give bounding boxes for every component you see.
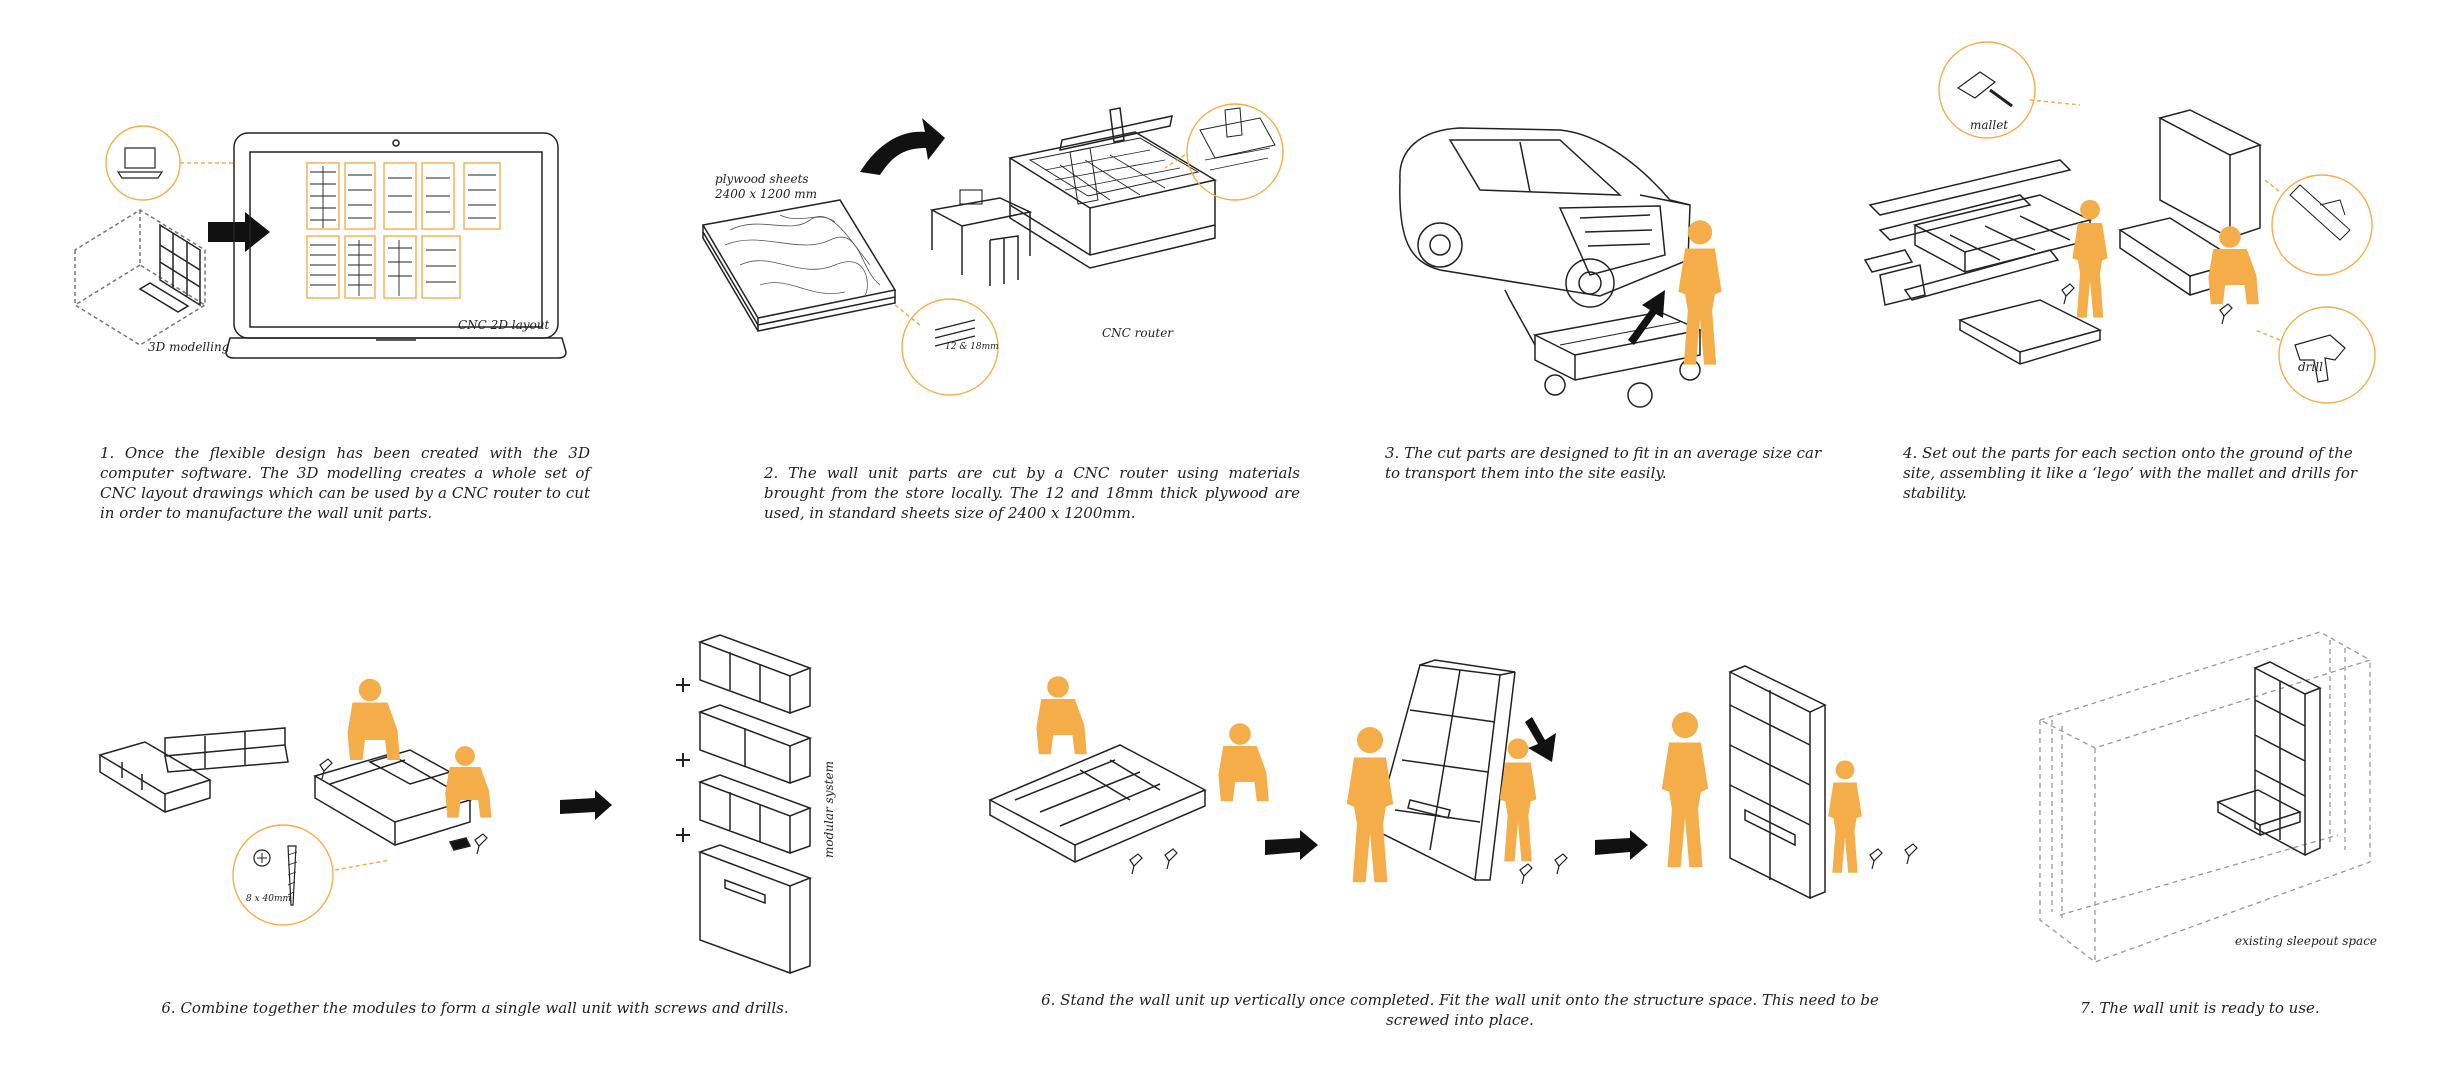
caption-step-6: 6. Stand the wall unit up vertically onc… <box>1040 990 1880 1030</box>
panel-6-stand-up <box>990 660 1917 898</box>
caption-step-3: 3. The cut parts are designed to fit in … <box>1385 443 1825 483</box>
panel-4-setting-out <box>1865 42 2375 403</box>
people-assembling <box>2072 200 2258 318</box>
caption-step-1: 1. Once the flexible design has been cre… <box>100 443 590 523</box>
caption-step-4: 4. Set out the parts for each section on… <box>1903 443 2373 503</box>
label-cnc-2d-layout: CNC 2D layout <box>458 318 549 333</box>
laptop-icon <box>125 148 155 168</box>
final-wall-unit <box>2218 662 2320 855</box>
caption-step-2: 2. The wall unit parts are cut by a CNC … <box>764 463 1300 523</box>
people-combining <box>348 679 492 818</box>
people-standing-unit <box>1036 676 1861 882</box>
label-existing-sleepout-space: existing sleepout space <box>2235 934 2377 949</box>
label-drill: drill <box>2298 360 2323 375</box>
label-mallet: mallet <box>1970 118 2008 133</box>
label-3d-modelling: 3D modelling <box>148 340 229 355</box>
label-thickness: 12 & 18mm <box>945 340 999 355</box>
caption-step-5: 6. Combine together the modules to form … <box>150 998 800 1018</box>
caption-step-7: 7. The wall unit is ready to use. <box>2060 998 2340 1018</box>
label-cnc-router: CNC router <box>1102 326 1173 341</box>
panel-3-transport <box>1400 128 1700 407</box>
label-screw-size: 8 x 40mm <box>246 892 291 907</box>
label-modular-system: modular system <box>822 761 837 858</box>
label-plywood-sheets: plywood sheets 2400 x 1200 mm <box>715 172 817 202</box>
